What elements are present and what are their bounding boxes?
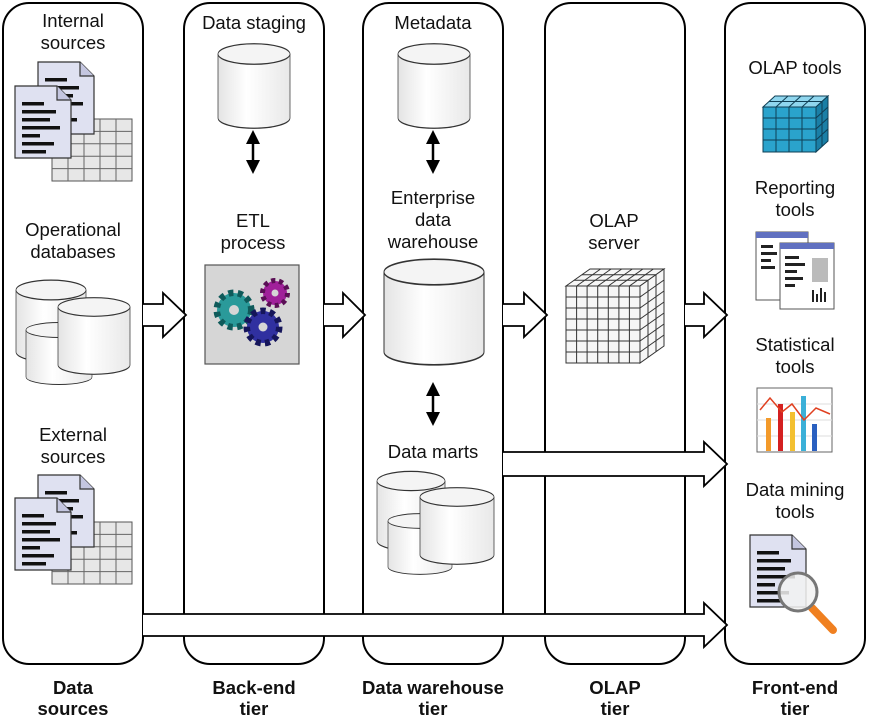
flow-arrow-olap-to-frontend	[685, 290, 729, 340]
front-end-panel	[724, 2, 866, 665]
flow-arrow-backend-to-warehouse	[324, 290, 367, 340]
operational-databases-label: Operational databases	[25, 219, 121, 262]
etl-gears-icon	[204, 264, 300, 365]
front-end-tier-title: Front-end tier	[751, 677, 839, 719]
olap-server-cube-icon	[564, 268, 666, 364]
data-staging-label: Data staging	[202, 12, 306, 33]
flow-arrow-sources-to-backend	[143, 290, 188, 340]
flow-arrow-sources-to-frontend	[143, 600, 729, 650]
statistical-tools-label: Statistical tools	[755, 334, 835, 377]
data-mining-tools-label: Data mining tools	[745, 479, 845, 522]
etl-process-label: ETL process	[220, 210, 286, 253]
external-sources-label: External sources	[39, 424, 107, 467]
metadata-label: Metadata	[394, 12, 472, 33]
olap-tier-title: OLAP tier	[589, 677, 641, 719]
reporting-tools-label: Reporting tools	[754, 177, 836, 220]
olap-tools-label: OLAP tools	[748, 57, 842, 78]
reporting-tools-icon	[755, 231, 835, 310]
data-mining-tools-icon	[749, 534, 837, 634]
data-marts-label: Data marts	[387, 441, 479, 462]
enterprise-warehouse-database-icon	[383, 258, 485, 366]
internal-sources-label: Internal sources	[40, 10, 106, 53]
olap-tools-cube-icon	[761, 94, 830, 154]
data-sources-tier-title: Data sources	[37, 677, 109, 719]
olap-server-label: OLAP server	[588, 210, 640, 253]
enterprise-warehouse-label: Enterprise data warehouse	[387, 187, 479, 252]
back-end-tier-title: Back-end tier	[212, 677, 296, 719]
flow-arrow-warehouse-to-olap	[503, 290, 549, 340]
data-staging-database-icon	[217, 43, 291, 129]
flow-arrow-marts-to-frontend	[503, 439, 729, 489]
statistical-tools-icon	[756, 387, 833, 453]
data-warehouse-tier-title: Data warehouse tier	[362, 677, 504, 719]
metadata-database-icon	[397, 43, 471, 129]
